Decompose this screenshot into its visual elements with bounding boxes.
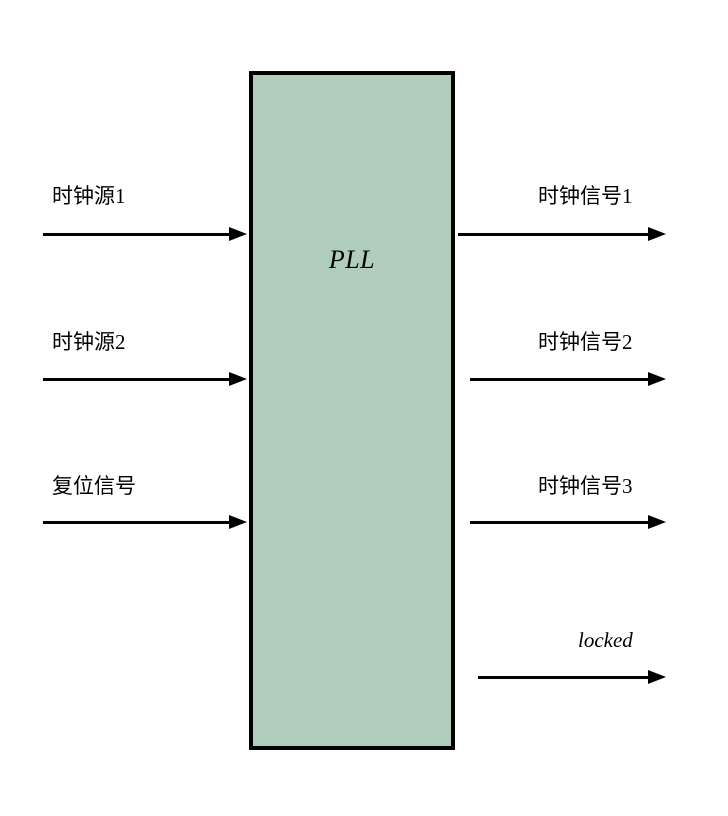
arrow-line (43, 378, 231, 381)
input-label-clock-source-1: 时钟源1 (52, 184, 126, 208)
arrow-line (43, 233, 231, 236)
output-label-clock-signal-3: 时钟信号3 (538, 474, 633, 498)
arrow-head-icon (648, 227, 666, 241)
arrow-line (43, 521, 231, 524)
pll-block-label: PLL (328, 245, 376, 274)
arrow-line (470, 378, 650, 381)
arrow-head-icon (648, 670, 666, 684)
arrow-line (478, 676, 650, 679)
arrow-head-icon (648, 372, 666, 386)
output-label-locked-signal: locked (578, 628, 633, 652)
arrow-head-icon (229, 227, 247, 241)
output-label-clock-signal-2: 时钟信号2 (538, 330, 633, 354)
arrow-line (470, 521, 650, 524)
arrow-line (458, 233, 650, 236)
arrow-head-icon (229, 372, 247, 386)
arrow-head-icon (648, 515, 666, 529)
output-label-clock-signal-1: 时钟信号1 (538, 184, 633, 208)
arrow-head-icon (229, 515, 247, 529)
input-label-reset-signal: 复位信号 (52, 474, 136, 498)
pll-block: PLL (249, 71, 455, 750)
input-label-clock-source-2: 时钟源2 (52, 330, 126, 354)
